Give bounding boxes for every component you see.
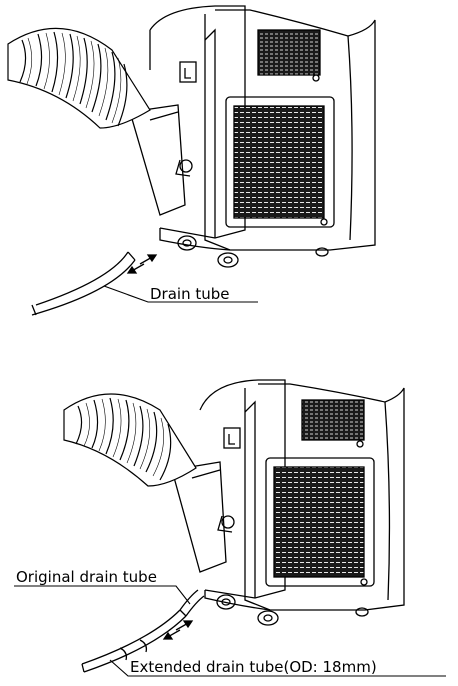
drain-outlet — [179, 159, 193, 173]
figure-2-unit — [171, 379, 405, 626]
handle-slot — [179, 61, 197, 83]
direction-arrows — [162, 620, 194, 640]
handle-slot — [223, 427, 241, 449]
drain-outlet — [221, 515, 235, 529]
exhaust-hose — [63, 393, 197, 487]
extended-drain-tube-label: Extended drain tube(OD: 18mm) — [130, 658, 377, 676]
unit-side-panel — [149, 5, 246, 239]
leader-original-tube — [14, 585, 191, 605]
top-grille — [257, 29, 321, 76]
direction-arrows — [126, 254, 158, 274]
filter-frame — [265, 457, 375, 587]
wheel — [216, 594, 236, 610]
filter-grille — [233, 105, 325, 219]
figure-1-unit — [129, 5, 376, 268]
wheel — [355, 607, 369, 617]
unit-side-panel — [199, 379, 286, 599]
leader-extended-tube — [109, 659, 446, 677]
top-grille — [301, 399, 365, 441]
wheel — [315, 247, 329, 257]
original-drain-tube-label: Original drain tube — [16, 568, 157, 586]
wheel — [217, 252, 239, 268]
window-adaptor — [171, 461, 227, 573]
wheel — [177, 235, 197, 251]
wheel — [257, 610, 279, 626]
unit-right-edge — [347, 35, 353, 241]
original-drain-tube — [179, 589, 205, 617]
unit-body — [204, 9, 376, 251]
filter-frame — [225, 96, 335, 228]
exhaust-hose — [7, 27, 151, 129]
drain-tube — [31, 251, 136, 316]
extended-drain-tube — [81, 609, 187, 673]
leader-drain-tube — [103, 285, 258, 303]
filter-grille — [273, 466, 365, 578]
drain-tube-label: Drain tube — [150, 285, 230, 303]
unit-body — [244, 383, 405, 611]
window-adaptor — [129, 104, 186, 216]
